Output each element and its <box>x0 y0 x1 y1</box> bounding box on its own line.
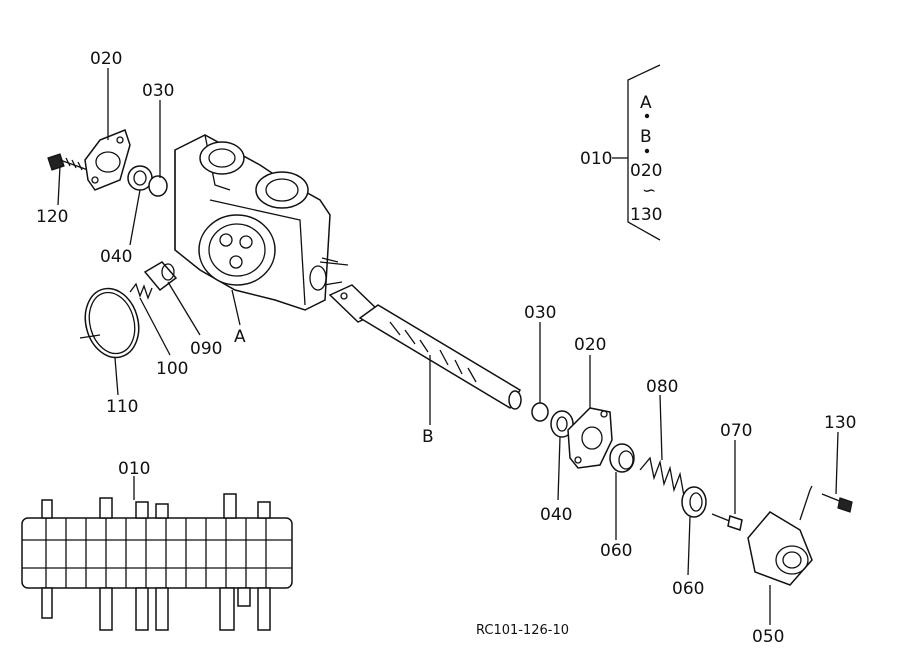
key-line-5: 130 <box>630 205 662 225</box>
label-010-assembly: 010 <box>118 459 150 479</box>
right-parts <box>531 402 853 586</box>
part-labels: 020 030 120 040 100 090 A 110 B 030 020 … <box>36 49 856 647</box>
label-A: A <box>234 327 246 347</box>
left-parts <box>47 129 178 359</box>
label-B: B <box>422 427 434 447</box>
label-060-b: 060 <box>672 579 704 599</box>
label-020-top: 020 <box>90 49 122 69</box>
label-090: 090 <box>190 339 222 359</box>
label-030-mid: 030 <box>524 303 556 323</box>
label-010-key: 010 <box>580 149 612 169</box>
key-line-2: B <box>640 127 652 147</box>
label-060-a: 060 <box>600 541 632 561</box>
key-line-4: ∽ <box>642 181 656 201</box>
key-line-3: 020 <box>630 161 662 181</box>
label-120: 120 <box>36 207 68 227</box>
label-030-top: 030 <box>142 81 174 101</box>
label-110: 110 <box>106 397 138 417</box>
label-040-left: 040 <box>100 247 132 267</box>
parts-key: A B 020 ∽ 130 <box>630 93 662 225</box>
valve-assembly-010 <box>21 476 293 631</box>
label-100: 100 <box>156 359 188 379</box>
label-080: 080 <box>646 377 678 397</box>
parts-key-bracket <box>612 64 661 241</box>
label-070: 070 <box>720 421 752 441</box>
leader-lines <box>57 68 839 625</box>
label-050: 050 <box>752 627 784 647</box>
label-040-mid: 040 <box>540 505 572 525</box>
drawing-code: RC101-126-10 <box>476 623 569 638</box>
key-line-1: A <box>640 93 652 113</box>
spool <box>328 284 522 425</box>
label-020-mid: 020 <box>574 335 606 355</box>
valve-body <box>174 134 343 311</box>
label-130-right: 130 <box>824 413 856 433</box>
